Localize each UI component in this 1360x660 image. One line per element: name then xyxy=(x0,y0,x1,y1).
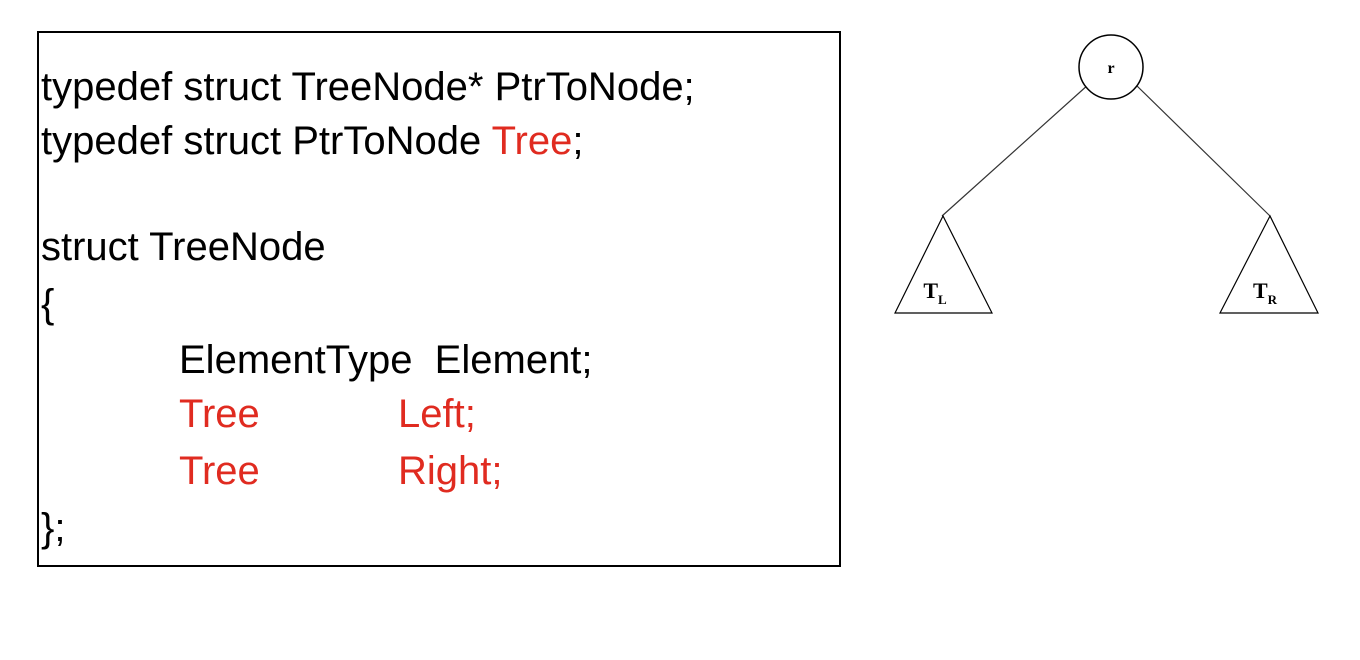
struct-treenode-text: struct TreeNode xyxy=(41,225,326,269)
tree-keyword-highlight: Tree xyxy=(491,119,573,163)
right-field-type: Tree xyxy=(179,449,260,493)
left-subtree-subscript: L xyxy=(938,292,947,307)
close-brace: }; xyxy=(41,506,66,550)
code-line-2: typedef struct PtrToNode Tree; xyxy=(41,117,584,165)
element-field-text: ElementType Element; xyxy=(179,338,593,382)
left-subtree-t: T xyxy=(923,278,938,303)
right-field-name: Right; xyxy=(398,449,503,493)
right-subtree-subscript: R xyxy=(1268,292,1278,307)
code-line-5: ElementType Element; xyxy=(179,336,593,384)
code-line-7-name: Right; xyxy=(398,447,503,495)
code-line-4: { xyxy=(41,280,54,328)
left-field-type: Tree xyxy=(179,392,260,436)
typedef-ptrtonode-text: typedef struct TreeNode* PtrToNode; xyxy=(41,65,695,109)
code-line-1: typedef struct TreeNode* PtrToNode; xyxy=(41,63,695,111)
code-line-3: struct TreeNode xyxy=(41,223,326,271)
root-node-circle xyxy=(1078,34,1144,100)
root-node-label: r xyxy=(1107,60,1114,77)
typedef-tree-suffix: ; xyxy=(572,119,584,163)
code-line-8: }; xyxy=(41,504,65,552)
typedef-tree-prefix: typedef struct PtrToNode xyxy=(41,119,492,163)
left-edge xyxy=(941,83,1090,217)
right-subtree-t: T xyxy=(1253,278,1268,303)
code-line-7: Tree xyxy=(179,447,260,495)
left-field-name: Left; xyxy=(398,392,476,436)
open-brace: { xyxy=(41,282,55,326)
left-subtree-triangle xyxy=(894,214,993,314)
code-line-6: Tree xyxy=(179,390,260,438)
left-subtree-label: TL xyxy=(923,278,947,307)
code-panel: typedef struct TreeNode* PtrToNode; type… xyxy=(37,31,841,567)
right-subtree-label: TR xyxy=(1253,278,1278,307)
right-edge xyxy=(1134,83,1271,217)
code-line-6-name: Left; xyxy=(398,390,476,438)
right-subtree-triangle xyxy=(1219,214,1319,314)
binary-tree-diagram: r TL TR xyxy=(894,34,1319,314)
